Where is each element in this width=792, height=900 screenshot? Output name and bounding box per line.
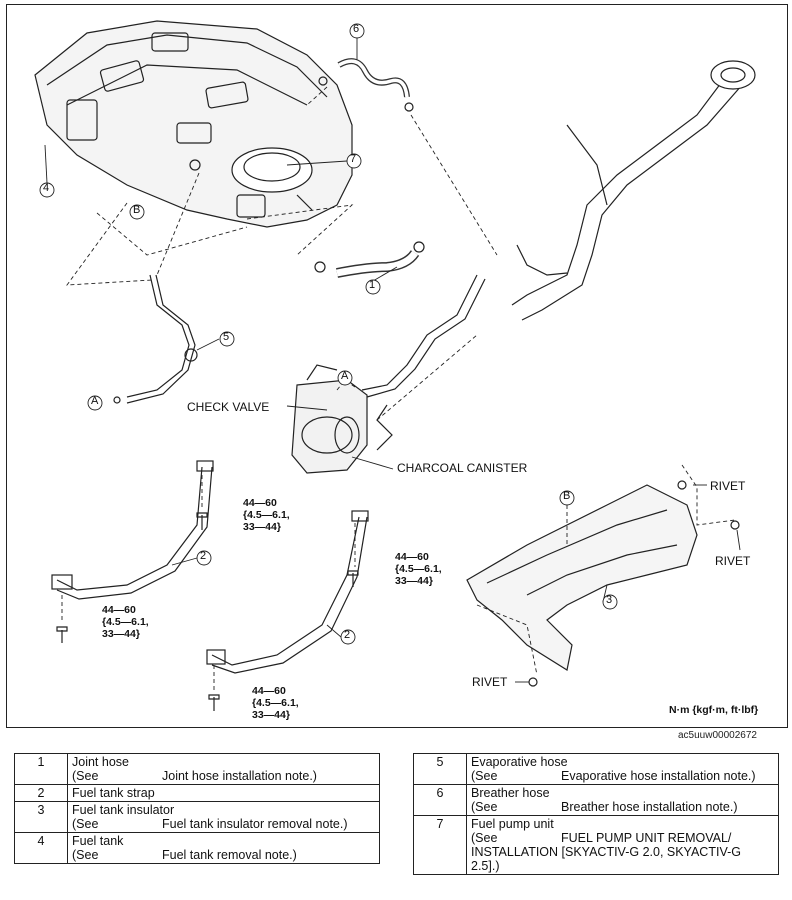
callout-2-upper: 2 (200, 550, 207, 562)
callout-b-top: B (133, 204, 141, 216)
legend-name: Fuel tank (72, 834, 124, 848)
canister-drawing (291, 364, 368, 474)
torque-spec-2: 44—60{4.5—6.1,33—44} (395, 551, 442, 587)
legend-row-5: 5 Evaporative hose(See Evaporative hose i… (413, 753, 779, 785)
callout-1: 1 (369, 279, 376, 291)
evap-hose-drawing (113, 159, 201, 404)
rivet-label-right: RIVET (715, 554, 751, 568)
evap-lines-drawing (361, 274, 486, 451)
legend-note-link-cont[interactable]: 2.5].) (471, 859, 500, 873)
rivet-label-top: RIVET (710, 479, 746, 493)
legend-note-link[interactable]: Breather hose installation note.) (561, 800, 738, 814)
legend-row-7: 7 Fuel pump unit(See FUEL PUMP UNIT REMOV… (413, 815, 779, 875)
legend-row-2: 2 Fuel tank strap (14, 784, 380, 802)
legend-num: 6 (413, 784, 467, 816)
legend-name: Fuel tank strap (72, 786, 155, 800)
callout-a-left: A (91, 395, 99, 407)
legend-row-1: 1 Joint hose(See Joint hose installation … (14, 753, 380, 785)
torque-spec-4: 44—60{4.5—6.1,33—44} (252, 685, 299, 721)
legend-row-6: 6 Breather hose(See Breather hose install… (413, 784, 779, 816)
fuel-tank-drawing (34, 20, 353, 228)
legend-name: Evaporative hose (471, 755, 568, 769)
callout-7: 7 (350, 153, 357, 165)
exploded-diagram: 6 7 4 B 1 5 A A 2 2 B 3 CHECK VALVE CHAR… (6, 4, 788, 728)
legend-num: 3 (14, 801, 68, 833)
legend-num: 2 (14, 784, 68, 802)
rivet-label-bottom: RIVET (472, 675, 508, 689)
legend-see: (See (72, 848, 99, 862)
callout-5: 5 (223, 331, 230, 343)
torque-spec-1: 44—60{4.5—6.1,33—44} (243, 497, 290, 533)
breather-hose-drawing (318, 58, 414, 112)
legend-note-link[interactable]: Fuel tank removal note.) (162, 848, 297, 862)
legend-see: (See (72, 769, 99, 783)
check-valve-label: CHECK VALVE (187, 400, 270, 414)
callout-2-lower: 2 (344, 629, 351, 641)
charcoal-canister-label: CHARCOAL CANISTER (397, 461, 528, 475)
legend-note-link[interactable]: Evaporative hose installation note.) (561, 769, 756, 783)
image-code: ac5uuw00002672 (678, 730, 757, 741)
callout-3: 3 (606, 594, 613, 606)
leader-lines (44, 38, 741, 683)
callout-circles (39, 23, 618, 645)
legend-num: 4 (14, 832, 68, 864)
tank-straps-drawing (51, 460, 369, 711)
legend-num: 5 (413, 753, 467, 785)
legend-num: 7 (413, 815, 467, 875)
legend-num: 1 (14, 753, 68, 785)
diagram-drawing (34, 20, 756, 711)
legend-see: (See (471, 800, 498, 814)
legend-see: (See (471, 769, 498, 783)
legend-name: Joint hose (72, 755, 129, 769)
filler-pipe-drawing (511, 60, 756, 321)
legend-note-link[interactable]: Joint hose installation note.) (162, 769, 317, 783)
legend-name: Fuel tank insulator (72, 803, 175, 817)
legend-name: Fuel pump unit (471, 817, 554, 831)
joint-hose-drawing (314, 241, 425, 278)
legend-row-3: 3 Fuel tank insulator(See Fuel tank insul… (14, 801, 380, 833)
insulator-drawing (466, 480, 740, 687)
legend-note-link[interactable]: Fuel tank insulator removal note.) (162, 817, 348, 831)
legend-name: Breather hose (471, 786, 550, 800)
callout-b-right: B (563, 490, 571, 502)
legend-see: (See (471, 831, 498, 845)
callout-a-mid: A (341, 370, 349, 382)
callout-4: 4 (43, 182, 50, 194)
legend-note-link-cont[interactable]: INSTALLATION [SKYACTIV-G 2.0, SKYACTIV-G (471, 845, 741, 859)
unit-note: N·m {kgf·m, ft·lbf} (669, 704, 759, 716)
guide-lines (61, 86, 736, 691)
callout-6: 6 (353, 23, 360, 35)
legend-note-link[interactable]: FUEL PUMP UNIT REMOVAL/ (561, 831, 732, 845)
legend-row-4: 4 Fuel tank(See Fuel tank removal note.) (14, 832, 380, 864)
torque-spec-3: 44—60{4.5—6.1,33—44} (102, 604, 149, 640)
legend-see: (See (72, 817, 99, 831)
